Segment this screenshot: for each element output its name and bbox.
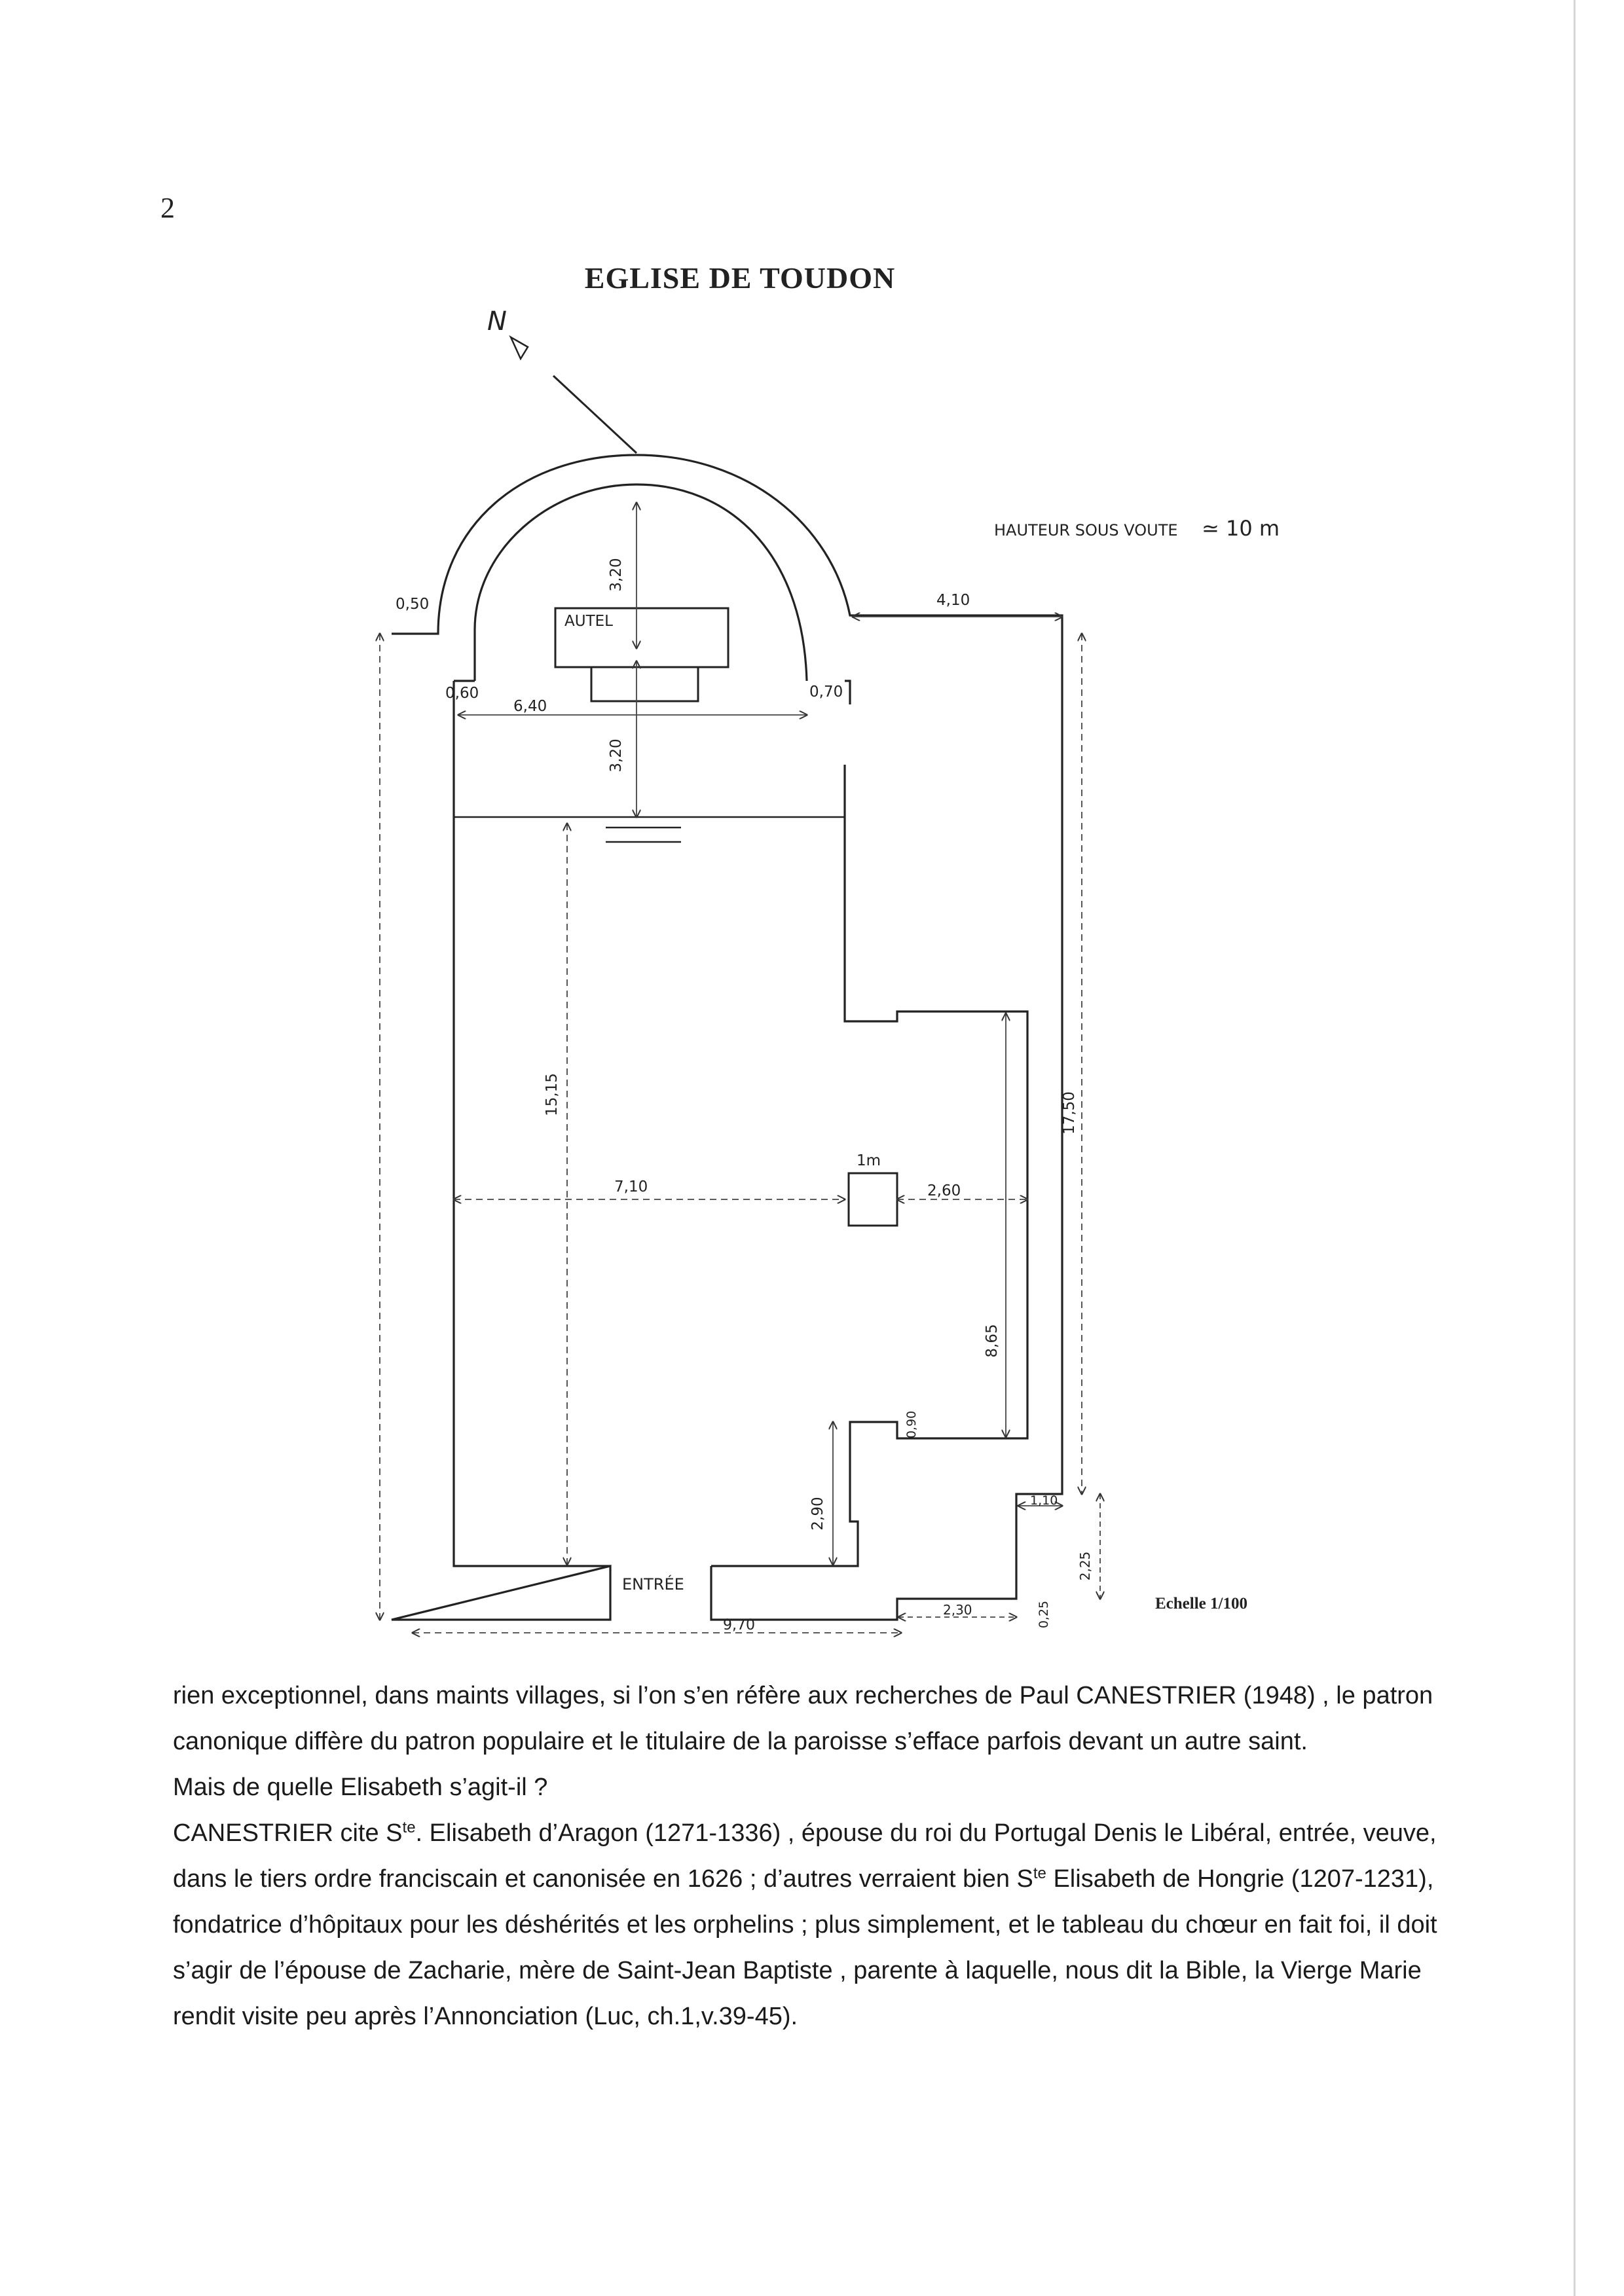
body-line-2: canonique diffère du patron populaire et… — [173, 1728, 1308, 1755]
scan-edge-line — [1574, 0, 1576, 2296]
body-line-4-superscript: te — [402, 1819, 416, 1836]
dim-buttress-length: 2,25 — [1077, 1552, 1093, 1581]
ceiling-height-value: ≃ 10 m — [1202, 516, 1280, 541]
dim-choir-depth-top: 3,20 — [608, 558, 625, 591]
scale-label: Echelle 1/100 — [1155, 1595, 1247, 1613]
body-line-6: fondatrice d’hôpitaux pour les déshérité… — [173, 1911, 1437, 1939]
north-arrow-head — [509, 335, 529, 361]
ceiling-height-label: HAUTEUR SOUS VOUTE — [994, 521, 1178, 539]
plan-labels: AUTEL ENTRÉE 1m HAUTEUR SOUS VOUTE ≃ 10 … — [396, 516, 1280, 1633]
entrance-label: ENTRÉE — [622, 1575, 684, 1594]
body-line-7: s’agir de l’épouse de Zacharie, mère de … — [173, 1957, 1422, 1984]
body-line-5-start: dans le tiers ordre franciscain et canon… — [173, 1865, 1033, 1893]
dim-nave-width-left: 7,10 — [614, 1178, 648, 1195]
dim-base-step: 0,25 — [1037, 1601, 1051, 1628]
dim-right-offset: 4,10 — [936, 592, 970, 609]
body-line-4-start: CANESTRIER cite S — [173, 1819, 403, 1847]
north-arrow — [509, 335, 638, 454]
body-line-3: Mais de quelle Elisabeth s’agit-il ? — [173, 1774, 548, 1801]
page-title: EGLISE DE TOUDON — [584, 261, 896, 295]
body-line-1: rien exceptionnel, dans maints villages,… — [173, 1682, 1433, 1709]
dim-side-length: 8,65 — [984, 1324, 1001, 1357]
church-walls — [391, 454, 1063, 1621]
pillar-label: 1m — [857, 1152, 881, 1169]
dim-buttress-width: 1,10 — [1030, 1493, 1058, 1508]
inner-wall-left — [452, 680, 610, 1567]
dim-total-width: 9,70 — [723, 1617, 755, 1633]
dim-choir-depth-bottom: 3,20 — [608, 738, 625, 772]
dim-total-length: 17,50 — [1061, 1091, 1078, 1135]
dim-choir-width: 6,40 — [513, 698, 547, 715]
nave-right-wall — [711, 765, 1029, 1567]
body-line-8: rendit visite peu après l’Annonciation (… — [173, 2003, 798, 2030]
body-line-5: dans le tiers ordre franciscain et canon… — [173, 1856, 1541, 1902]
altar-base — [590, 666, 699, 702]
pillar — [847, 1172, 898, 1227]
north-arrow-line — [552, 374, 638, 454]
inner-wall — [473, 483, 851, 704]
church-floor-plan: N — [0, 306, 1280, 1663]
page-number: 2 — [160, 192, 175, 224]
altar-label: AUTEL — [564, 613, 613, 630]
body-line-4: CANESTRIER cite Ste. Elisabeth d’Aragon … — [173, 1810, 1541, 1856]
body-line-5-end: Elisabeth de Hongrie (1207-1231), — [1046, 1865, 1434, 1893]
dim-wall-apse-left: 0,50 — [396, 596, 429, 613]
dim-choir-left-wall: 0,60 — [445, 685, 479, 702]
dim-porch-wall: 0,90 — [904, 1411, 919, 1438]
dim-porch-depth: 2,90 — [809, 1497, 826, 1530]
north-label: N — [487, 306, 507, 337]
body-line-5-superscript: te — [1033, 1865, 1046, 1882]
body-text: rien exceptionnel, dans maints villages,… — [173, 1673, 1541, 2039]
outer-wall — [391, 454, 1063, 1621]
dim-choir-right-wall: 0,70 — [809, 683, 843, 701]
dim-nave-length: 15,15 — [544, 1073, 561, 1116]
dim-base-right: 2,30 — [943, 1602, 972, 1618]
dimension-lines — [380, 503, 1100, 1633]
dim-nave-width-right: 2,60 — [927, 1182, 961, 1199]
body-line-4-end: . Elisabeth d’Aragon (1271-1336) , épous… — [415, 1819, 1437, 1847]
